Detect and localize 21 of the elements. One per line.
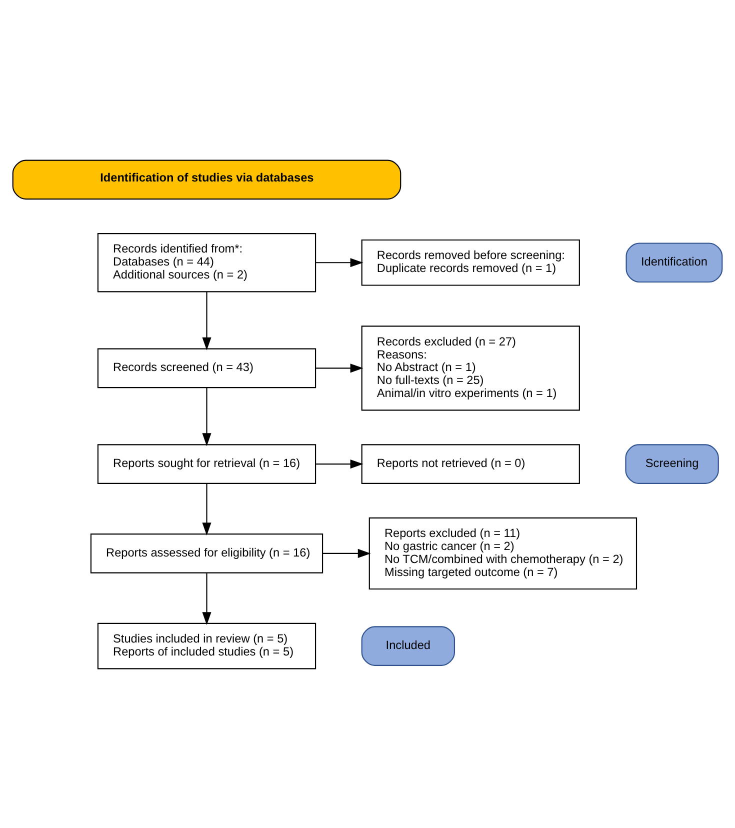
node-box: Records screened (n = 43): [97, 348, 316, 388]
node-box: Identification of studies via databases: [12, 159, 402, 200]
arrow: [202, 572, 212, 625]
node-box: Screening: [625, 444, 719, 484]
node-box: Included: [361, 626, 456, 666]
arrow: [202, 291, 212, 350]
arrow: [202, 387, 212, 446]
node-box: Reports sought for retrieval (n = 16): [97, 444, 316, 484]
node-box: Reports assessed for eligibility (n = 16): [90, 533, 324, 573]
node-box: Records identified from*: Databases (n = 44) Additional sources (n = 2): [97, 232, 316, 292]
arrow: [322, 548, 371, 558]
node-box: Records removed before screening: Duplicate records removed (n = 1): [361, 238, 580, 286]
arrow: [316, 363, 364, 372]
node-box: Identification: [626, 242, 723, 282]
arrow: [202, 483, 212, 536]
node-box: Studies included in review (n = 5) Reports of included studies (n = 5): [97, 622, 316, 669]
node-box: Records excluded (n = 27) Reasons: No Abstract (n = 1) No full-texts (n = 25) Animal/in vitro experiments (n = 1): [361, 325, 580, 410]
node-box: Reports excluded (n = 11) No gastric cancer (n = 2) No TCM/combined with chemotherapy (n = 2) Missing targeted outcome (n = 7): [368, 516, 638, 590]
arrow: [316, 459, 364, 468]
node-box: Reports not retrieved (n = 0): [361, 444, 580, 484]
arrow: [316, 258, 364, 267]
